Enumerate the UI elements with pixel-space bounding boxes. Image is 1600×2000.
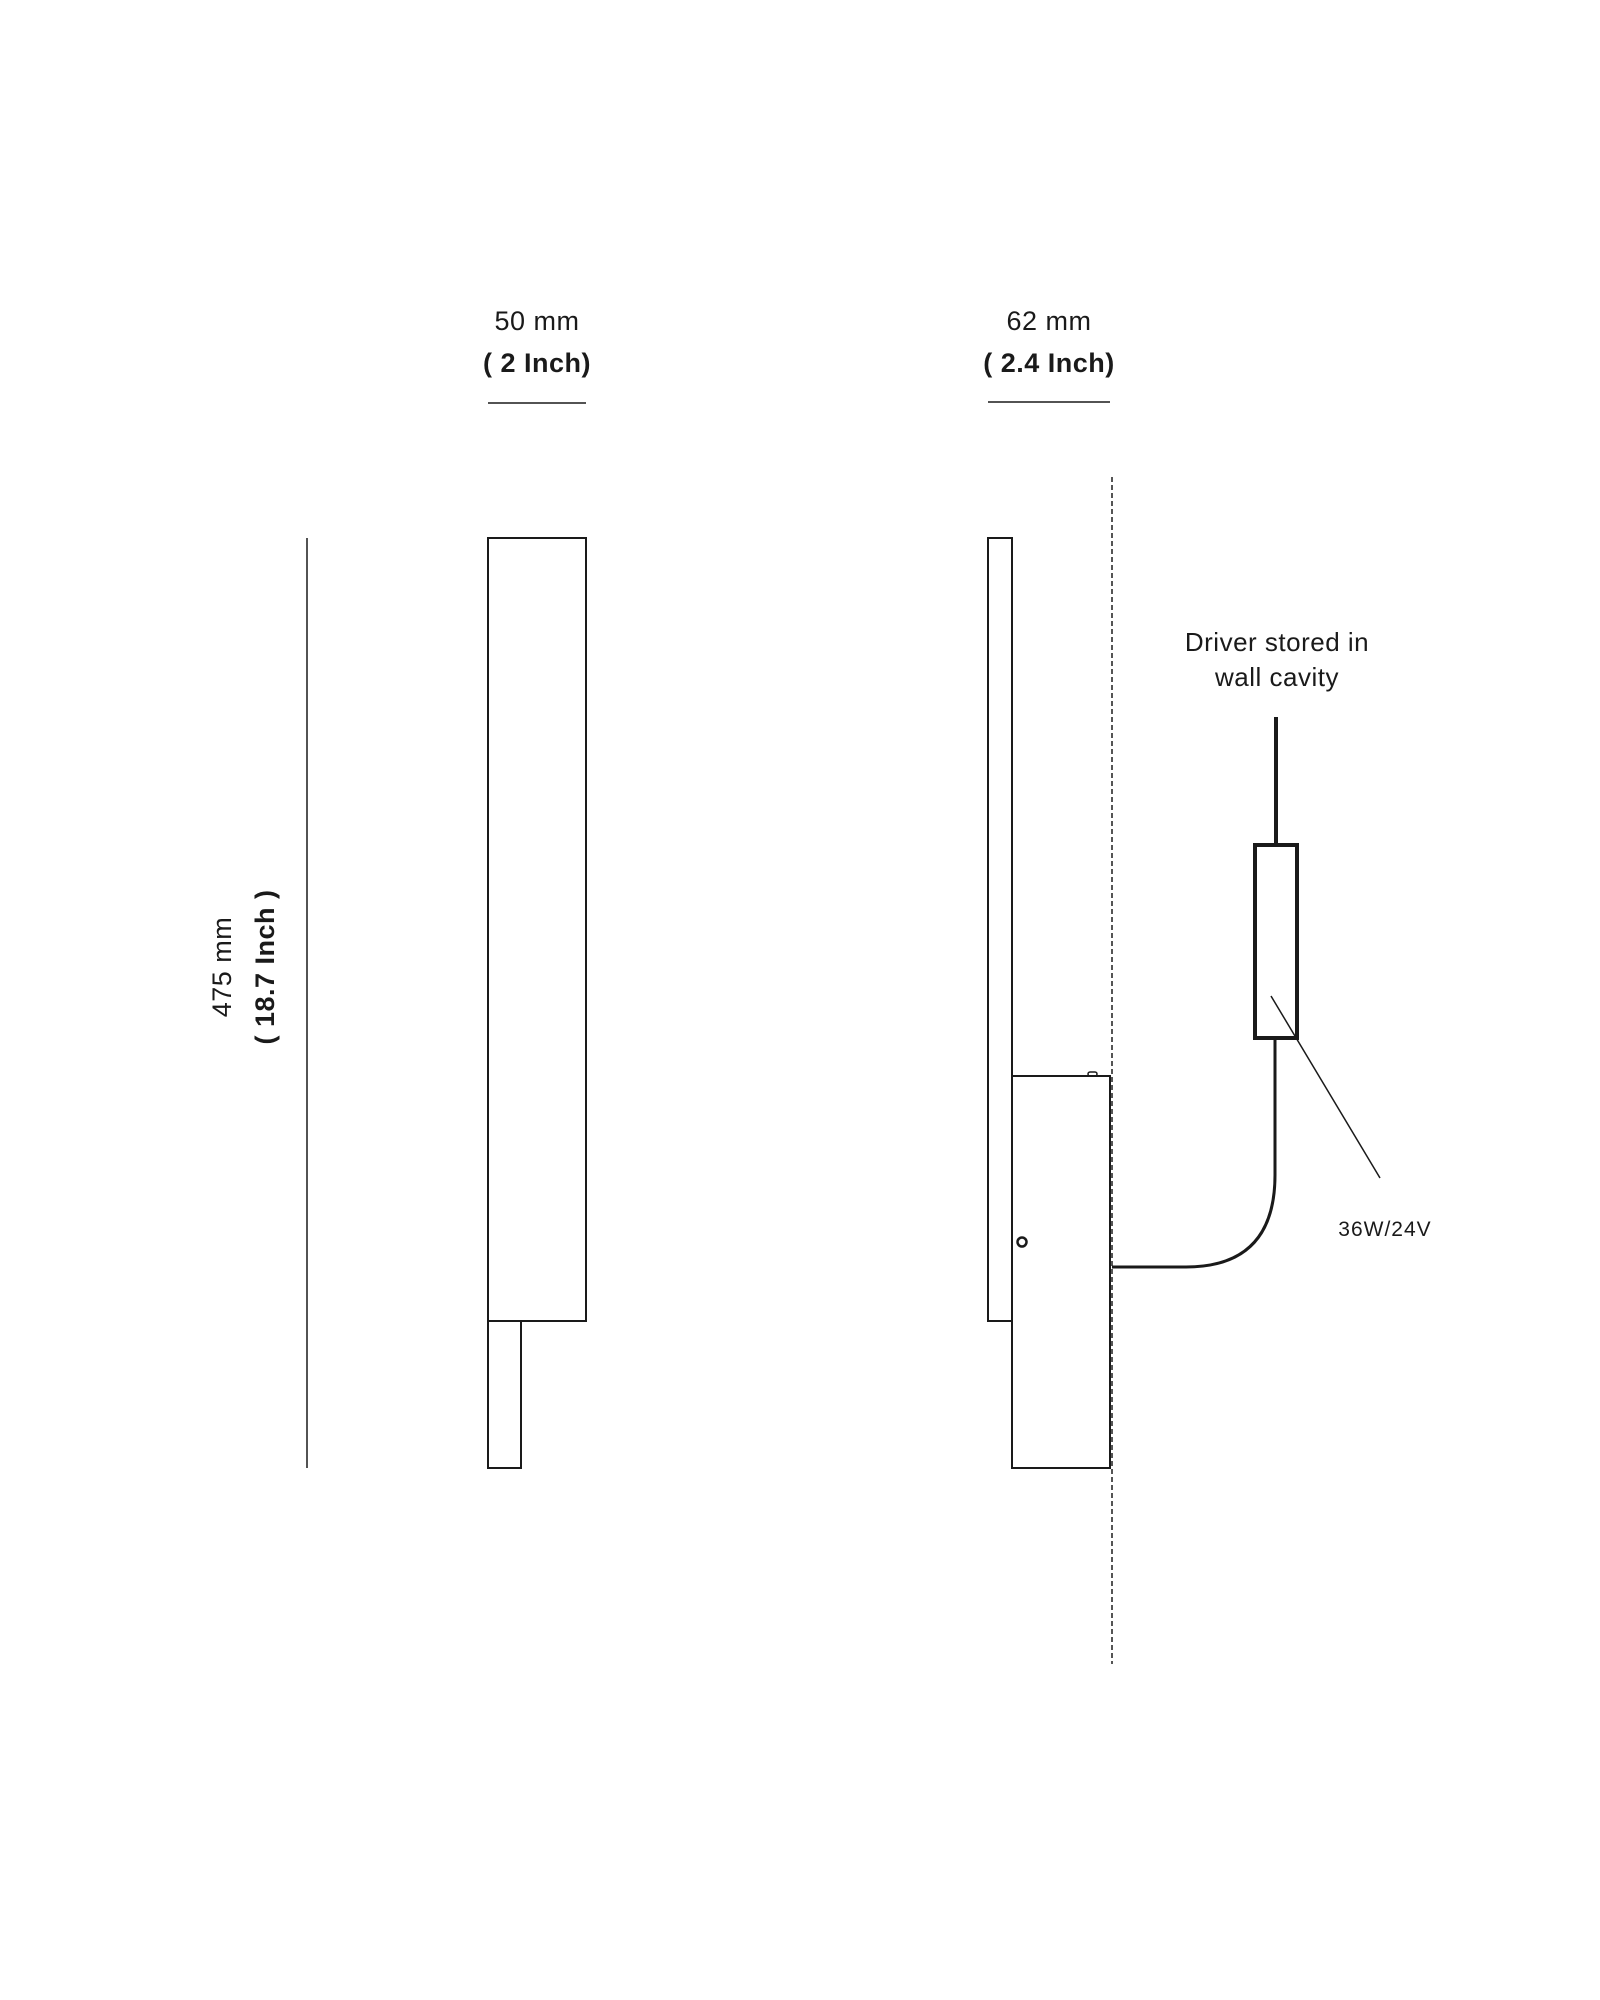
front-view-stem (487, 1320, 522, 1469)
front-view-body (487, 537, 587, 1322)
driver-note-line2: wall cavity (1215, 662, 1339, 692)
screw-icon (1016, 1236, 1028, 1248)
spec-leader-line (1270, 995, 1381, 1179)
side-depth-mm-label: 62 mm (1006, 306, 1092, 336)
mounting-box-nub (1087, 1071, 1098, 1077)
driver-note-line1: Driver stored in (1184, 627, 1370, 657)
side-view-mounting-box (1011, 1075, 1111, 1469)
height-mm-label: 475 mm (207, 916, 237, 1018)
front-width-inch-label: ( 2 Inch) (482, 348, 591, 378)
side-view-panel (987, 537, 1013, 1322)
driver-box (1253, 843, 1299, 1040)
front-width-mm-label: 50 mm (494, 306, 580, 336)
driver-cable (1112, 1038, 1277, 1269)
height-inch-label: ( 18.7 Inch ) (250, 889, 280, 1045)
side-depth-inch-label: ( 2.4 Inch) (983, 348, 1115, 378)
driver-spec-label: 36W/24V (1338, 1218, 1432, 1241)
